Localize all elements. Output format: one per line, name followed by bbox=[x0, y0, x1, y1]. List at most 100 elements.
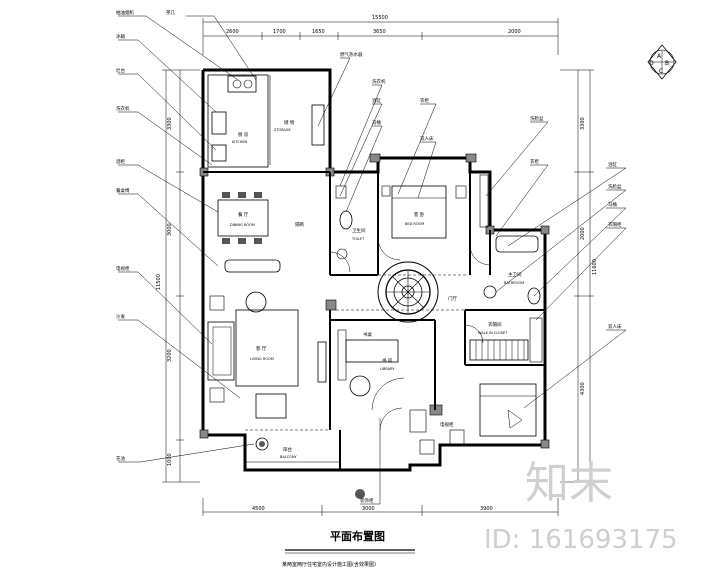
dim-left-total: 11500 bbox=[156, 274, 162, 290]
dim-left-1: 3300 bbox=[167, 117, 173, 130]
callout-left-5: 酒柜 bbox=[116, 158, 125, 165]
callout-right-2: 洗脸盆 bbox=[608, 183, 622, 190]
bathroom-area: 主卫间 BATHROOM bbox=[483, 235, 541, 305]
drawing-subtitle: 某两室两厅住宅室内设计施工图(含效果图) bbox=[282, 561, 376, 568]
master-bed bbox=[479, 383, 537, 437]
dining-area: 餐 厅 DINING ROOM 隔断 bbox=[217, 192, 304, 273]
callout-right-5: 双人床 bbox=[608, 323, 622, 330]
compass-letter-b: B bbox=[665, 60, 669, 67]
living-area: 客 厅 LIVING ROOM bbox=[207, 291, 327, 419]
walk-in-label-en: WALK IN CLOSET bbox=[478, 331, 508, 335]
dining-table bbox=[217, 199, 269, 237]
kitchen-area: 厨 房 KITCHEN 储 物 STORAGE bbox=[207, 74, 325, 168]
partition-label: 书桌 bbox=[363, 331, 372, 338]
storage-label: 储 物 bbox=[284, 119, 295, 126]
callout-top-1: 燃气热水器 bbox=[340, 51, 363, 58]
stove bbox=[227, 75, 257, 93]
bottom-dimension-line bbox=[202, 498, 559, 516]
dim-right-1: 3300 bbox=[580, 117, 586, 130]
toilet-label-en: TOILET bbox=[351, 237, 365, 241]
balcony-label-en: BALCONY bbox=[280, 455, 298, 459]
compass-icon: A B C D bbox=[647, 44, 677, 80]
living-label: 客 厅 bbox=[256, 345, 267, 352]
wall-columns bbox=[199, 153, 550, 449]
callout-top-3: 浴缸 bbox=[372, 97, 381, 104]
kitchen-label: 厨 房 bbox=[238, 131, 249, 138]
callout-left-6: 餐桌椅 bbox=[116, 187, 130, 194]
callout-top-left: 茶几 bbox=[166, 9, 175, 16]
dim-top-1: 2600 bbox=[226, 29, 239, 35]
balcony-label: 阳台 bbox=[283, 446, 292, 453]
washbasin-icon bbox=[483, 285, 497, 299]
dim-bottom-3: 3900 bbox=[480, 506, 493, 512]
exterior-walls bbox=[201, 68, 547, 472]
watermark-id: ID: 161693175 bbox=[484, 525, 678, 555]
callout-top-2: 洗衣机 bbox=[372, 78, 386, 85]
callout-left-8: 沙发 bbox=[116, 313, 125, 320]
callout-left-2: 冰箱 bbox=[116, 33, 125, 40]
callout-right-1: 浴缸 bbox=[608, 161, 617, 168]
kitchen-label-en: KITCHEN bbox=[232, 140, 248, 144]
dim-bottom-2: 3000 bbox=[362, 506, 375, 512]
bathtub-icon bbox=[495, 235, 539, 253]
callout-top-8: 衣柜 bbox=[530, 158, 539, 165]
master-bedroom-area: 电视柜 bbox=[419, 383, 537, 455]
library-label-en: LIBRARY bbox=[380, 367, 395, 371]
compass-letter-a: A bbox=[657, 53, 662, 60]
foyer-label: 门厅 bbox=[448, 295, 457, 302]
dining-label-en: DINING ROOM bbox=[230, 223, 255, 227]
dim-left-4: 1000 bbox=[167, 453, 173, 466]
dim-left-3: 3200 bbox=[167, 349, 173, 362]
library-label: 书 房 bbox=[382, 357, 393, 364]
right-dimension-line bbox=[560, 69, 594, 483]
callout-left-9: 花池 bbox=[116, 455, 125, 462]
wine-cabinet-label: 隔断 bbox=[295, 221, 304, 228]
callout-top-5: 衣柜 bbox=[420, 97, 429, 104]
dining-label: 餐 厅 bbox=[238, 211, 249, 218]
callout-top-6: 双人床 bbox=[420, 135, 434, 142]
dim-top-4: 3650 bbox=[373, 29, 386, 35]
callout-right-3: 马桶 bbox=[608, 201, 617, 208]
callout-left-1: 抽油烟机 bbox=[116, 9, 134, 16]
watermark-brand: 知末 bbox=[525, 458, 613, 509]
doors bbox=[329, 237, 491, 431]
callout-left-3: 灶台 bbox=[116, 67, 125, 74]
walk-in-area: 衣帽间 WALK IN CLOSET bbox=[469, 317, 543, 363]
toilet-area: 卫生间 TOILET bbox=[335, 185, 366, 260]
library-area: 书 房 LIBRARY 书桌 bbox=[337, 329, 427, 433]
interior-walls bbox=[203, 171, 545, 470]
bath-label: 主卫间 bbox=[508, 271, 522, 278]
sofa bbox=[207, 321, 235, 381]
dim-top-5: 2000 bbox=[508, 29, 521, 35]
guest-bed-label: 客 卧 bbox=[414, 211, 425, 218]
bath-label-en: BATHROOM bbox=[504, 281, 524, 285]
guest-bedroom-area: 客 卧 BED ROOM bbox=[381, 174, 489, 239]
compass-letter-c: C bbox=[659, 68, 663, 75]
balcony-area: 阳台 BALCONY bbox=[245, 437, 365, 499]
storage-label-en: STORAGE bbox=[274, 128, 291, 132]
dim-right-2: 2000 bbox=[580, 227, 586, 240]
callout-top-9: 装饰柜 bbox=[360, 497, 374, 504]
armchair bbox=[245, 291, 267, 313]
dim-top-2: 1700 bbox=[273, 29, 286, 35]
dim-top-3: 1650 bbox=[312, 29, 325, 35]
toilet-label: 卫生间 bbox=[352, 227, 366, 234]
dim-right-total: 11600 bbox=[592, 259, 598, 275]
callout-leaders bbox=[118, 15, 627, 505]
drawing-title: 平面布置图 bbox=[330, 529, 385, 543]
dim-top-total: 15500 bbox=[372, 15, 388, 21]
fridge bbox=[211, 111, 227, 135]
compass-letter-d: D bbox=[649, 60, 654, 67]
callout-right-4: 衣帽柜 bbox=[608, 221, 622, 228]
callout-left-7: 电视柜 bbox=[116, 265, 130, 272]
dim-right-3: 4300 bbox=[580, 382, 586, 395]
dim-bottom-1: 4500 bbox=[252, 506, 265, 512]
toilet-icon bbox=[339, 210, 353, 230]
foyer-medallion: 门厅 bbox=[377, 261, 457, 323]
walk-in-label: 衣帽间 bbox=[488, 321, 502, 328]
bath-toilet-icon bbox=[527, 287, 541, 305]
callout-top-4: 马桶 bbox=[372, 119, 381, 126]
tv-cabinet-label: 电视柜 bbox=[440, 421, 454, 428]
plant-icon bbox=[255, 437, 269, 451]
